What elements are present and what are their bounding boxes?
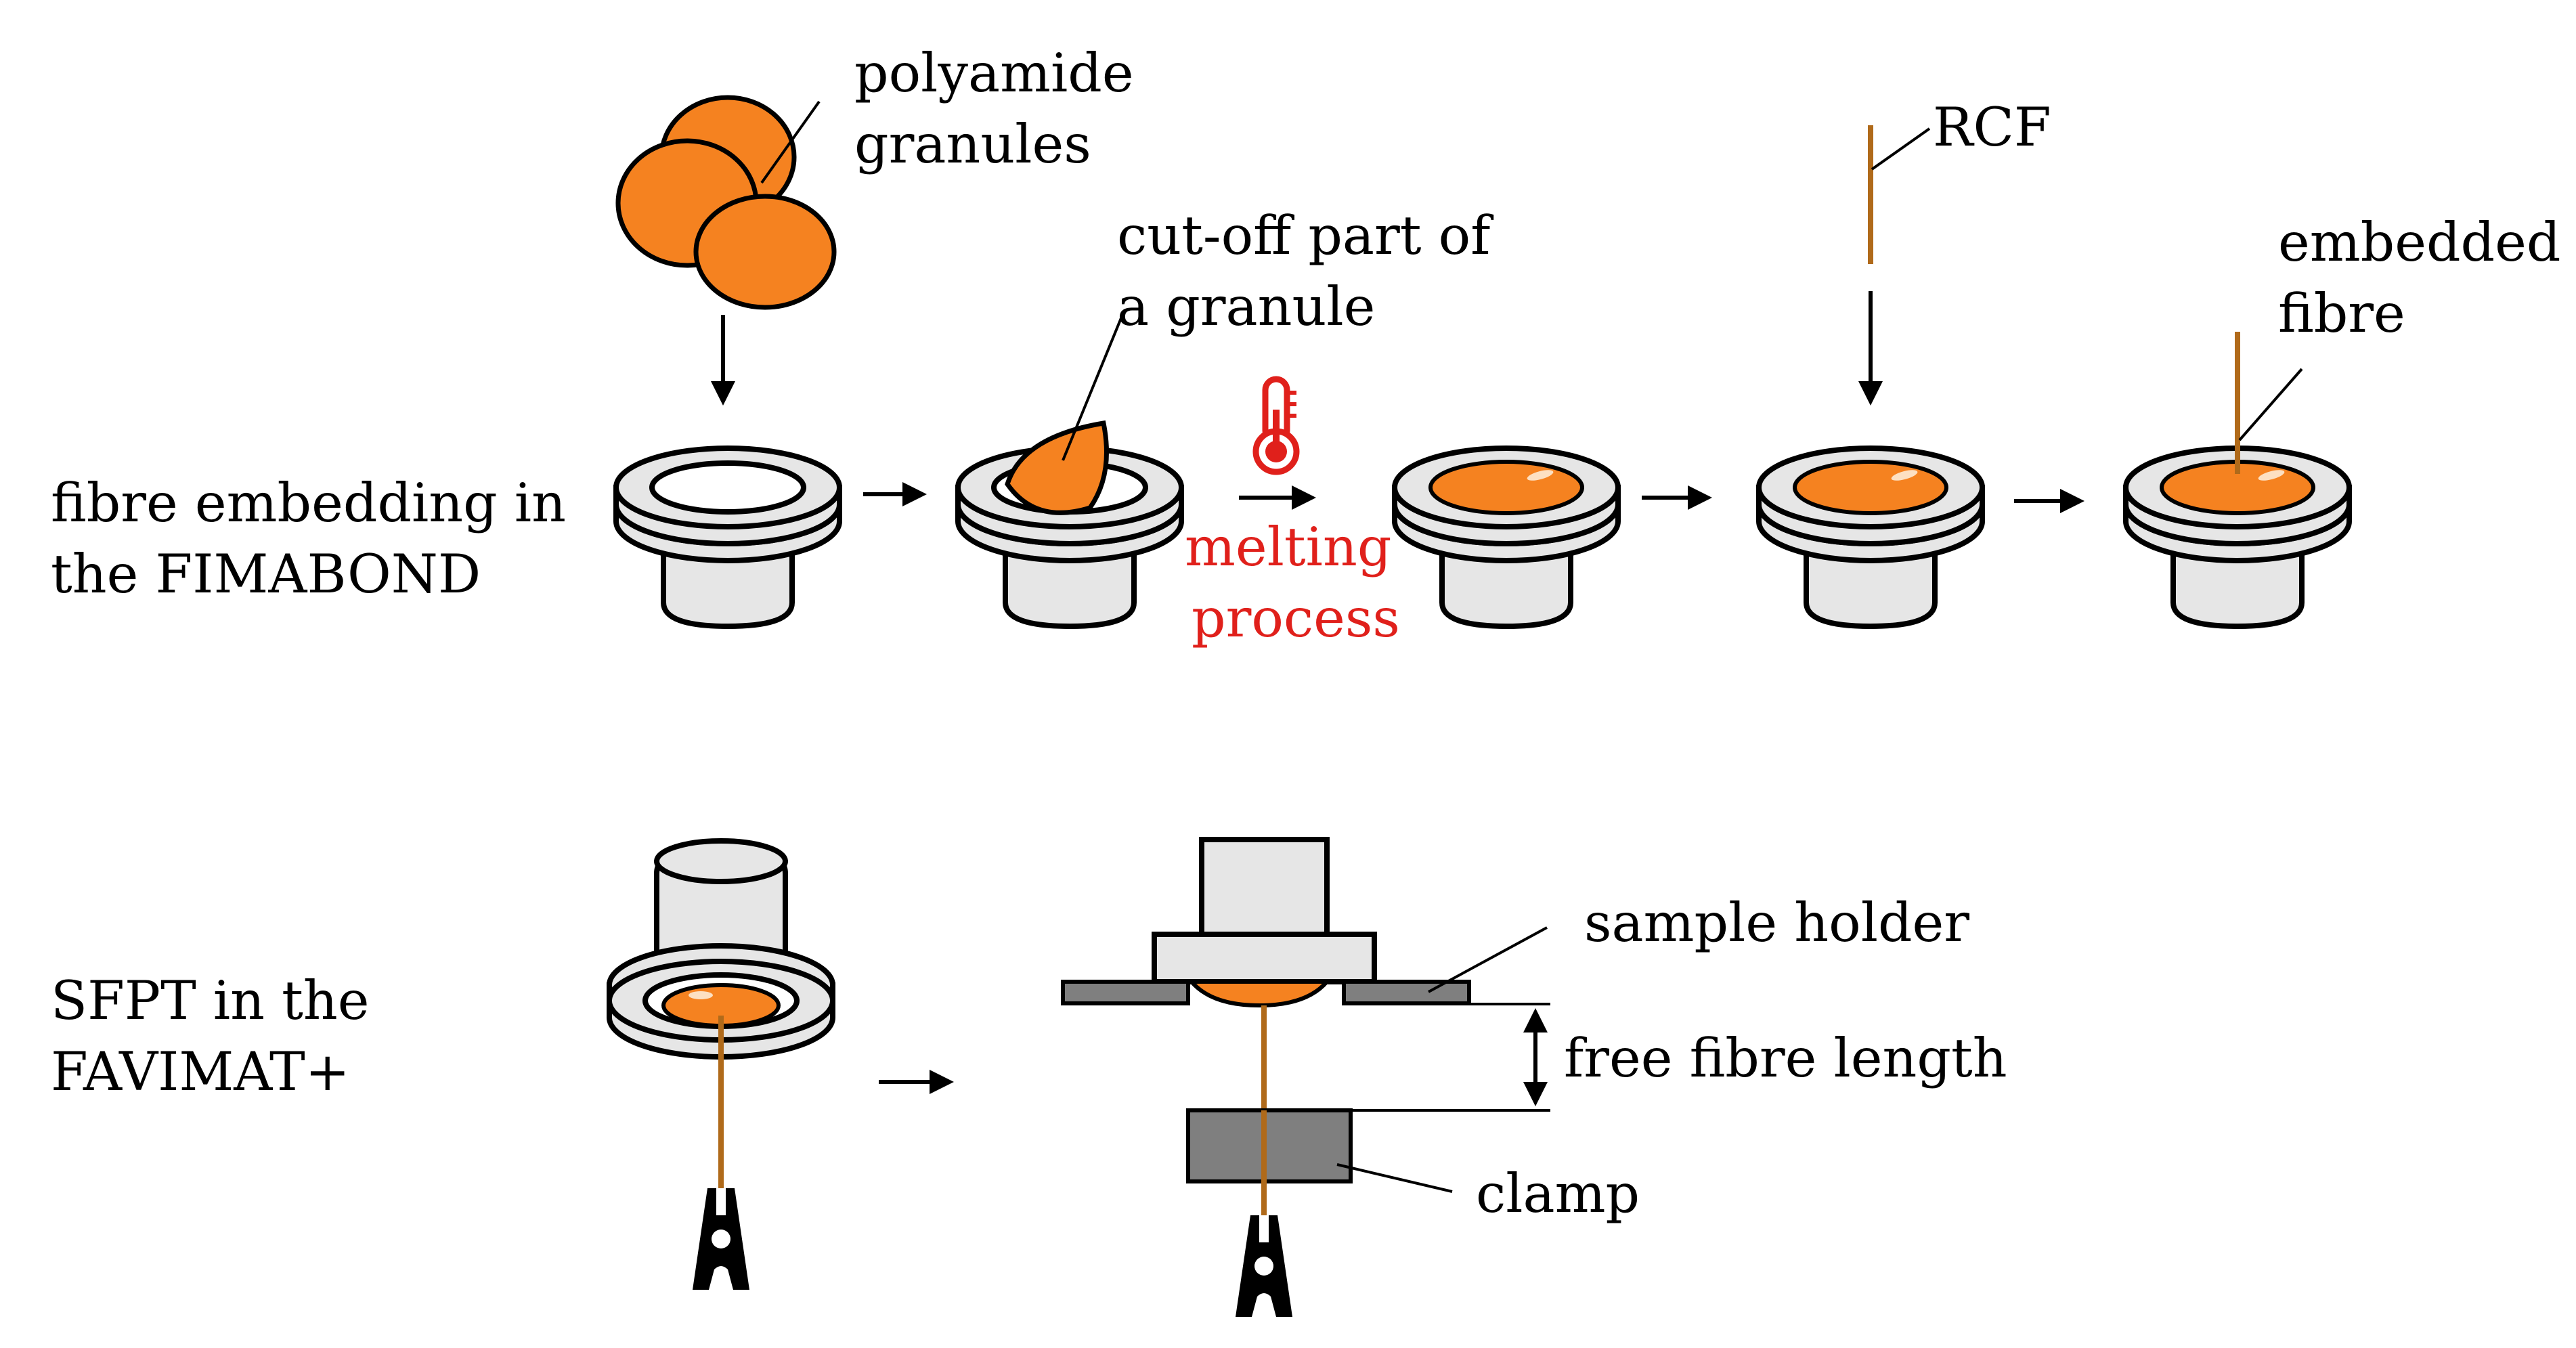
- row1-label-1: fibre embedding in: [51, 472, 566, 534]
- label-embedded-1: embedded: [2278, 211, 2560, 274]
- label-polyamide-2: granules: [854, 113, 1091, 175]
- clamp-leader: [1336, 1163, 1453, 1193]
- embedded-leader: [2238, 368, 2303, 441]
- label-free-fibre-length: free fibre length: [1564, 1027, 2007, 1089]
- holder-cup-top: [1199, 837, 1330, 937]
- label-polyamide-1: polyamide: [854, 42, 1134, 104]
- clamp-block: [1186, 1108, 1353, 1183]
- fimabond-cup-5: [2126, 448, 2349, 626]
- row2-label-1: SFPT in the: [51, 970, 370, 1032]
- holder-cup-flange: [1152, 932, 1377, 984]
- fimabond-cup-3: [1395, 448, 1618, 626]
- label-melting-2: process: [1192, 587, 1400, 649]
- label-sample-holder: sample holder: [1584, 892, 1969, 954]
- label-cutoff-2: a granule: [1117, 276, 1375, 338]
- label-melting-1: melting: [1185, 516, 1391, 578]
- polyamide-granules: [615, 95, 837, 310]
- row2-label-2: FAVIMAT+: [51, 1041, 350, 1103]
- sample-holder-leader: [1428, 926, 1548, 993]
- row1-label-2: the FIMABOND: [51, 543, 481, 605]
- grip-1: [693, 1188, 749, 1290]
- melt-drop: [1187, 980, 1332, 1008]
- thermometer-icon: [1252, 376, 1300, 475]
- label-clamp: clamp: [1476, 1162, 1640, 1225]
- cutoff-leader: [1062, 311, 1125, 461]
- sample-holder-left: [1061, 980, 1190, 1005]
- fimabond-cup-1: [616, 448, 839, 626]
- inverted-cup: [609, 838, 833, 1057]
- label-rcf: RCF: [1933, 96, 2051, 158]
- rcf-leader: [1871, 127, 1931, 171]
- grip-2: [1236, 1215, 1292, 1317]
- fimabond-cup-4: [1759, 448, 1982, 626]
- fimabond-cup-2: [958, 420, 1181, 626]
- granules-leader: [760, 100, 821, 184]
- label-embedded-2: fibre: [2278, 282, 2405, 345]
- sample-holder-right: [1342, 980, 1471, 1005]
- label-cutoff-1: cut-off part of: [1117, 204, 1493, 267]
- cut-off-granule: [1005, 420, 1109, 515]
